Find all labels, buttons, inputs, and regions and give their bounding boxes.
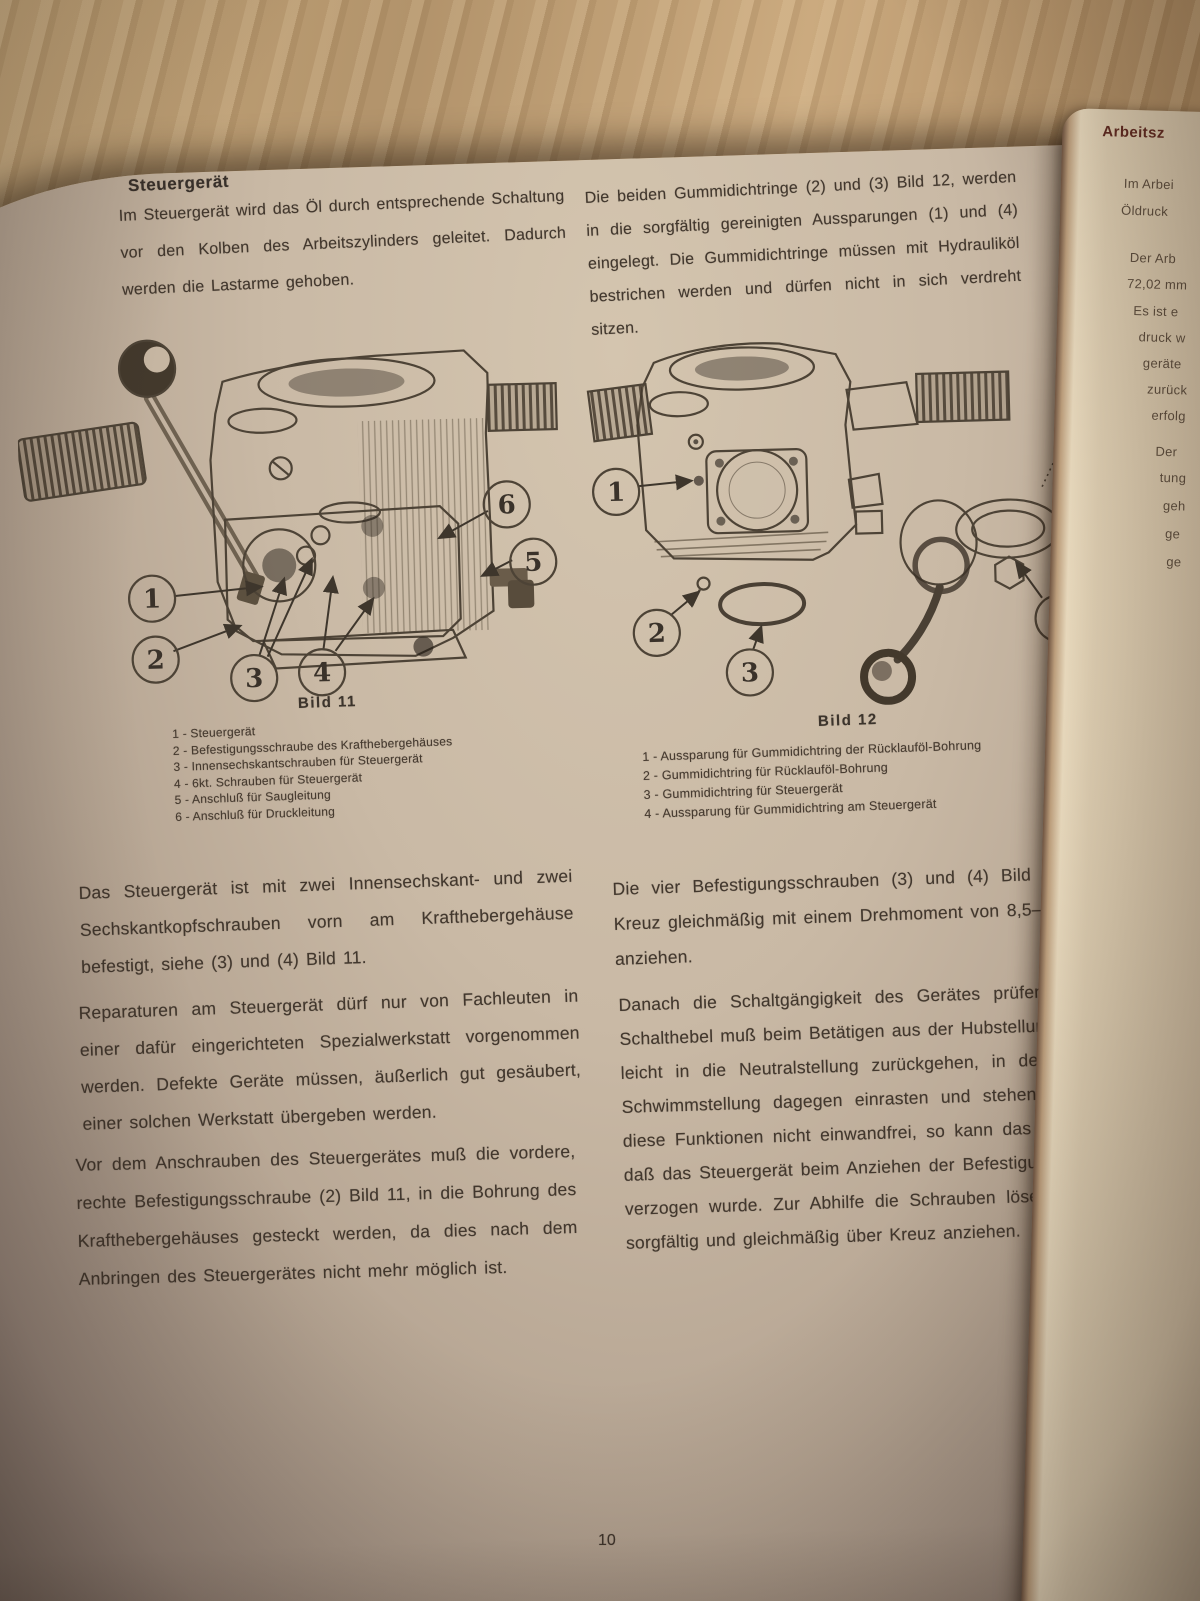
figure12-caption: Bild 12 <box>817 710 878 731</box>
figure11-legend: 1 - Steuergerät 2 - Befestigungsschraube… <box>172 716 455 825</box>
svg-text:6: 6 <box>497 490 516 520</box>
figure-bild-12-gehaeuse-drawing: 1 2 3 4 <box>586 342 1083 705</box>
svg-text:2: 2 <box>146 645 165 675</box>
next-page-text: druck w <box>1138 329 1186 346</box>
next-page-text: Öldruck <box>1120 202 1169 219</box>
svg-text:3: 3 <box>245 664 264 694</box>
lift-housing <box>636 342 884 561</box>
splined-shaft-left <box>16 421 147 502</box>
svg-text:1: 1 <box>607 478 626 508</box>
next-page-text: Der <box>1155 443 1178 460</box>
figure-bild-11-steuergeraet-drawing: 1 2 3 4 5 6 <box>16 339 558 703</box>
splined-shaft-left <box>586 382 654 443</box>
lever-ring-knob <box>860 648 917 705</box>
next-page-text: tung <box>1159 469 1187 486</box>
small-screw <box>691 576 711 607</box>
gummidichtring-o-ring <box>718 582 807 627</box>
next-page-text: Der Arb <box>1129 249 1177 267</box>
control-lever <box>117 339 265 605</box>
splined-shaft-right <box>845 370 1011 431</box>
paragraph: Im Steuergerät wird das Öl durch entspre… <box>118 187 567 299</box>
next-page-text: Es ist e <box>1133 303 1179 320</box>
svg-text:4: 4 <box>313 658 332 688</box>
paragraph: Vor dem Anschrauben des Steuergerätes mu… <box>75 1141 578 1289</box>
splined-shaft-right <box>486 381 558 432</box>
svg-text:1: 1 <box>143 584 162 614</box>
paragraph: Reparaturen am Steuergerät dürf nur von … <box>78 985 582 1134</box>
next-page-text: zurück <box>1146 381 1188 398</box>
page-number: 10 <box>598 1532 616 1549</box>
next-page-heading: Arbeitsz <box>1102 123 1165 142</box>
svg-text:5: 5 <box>524 547 543 577</box>
svg-text:2: 2 <box>647 619 666 649</box>
next-page-text: 72,02 mm <box>1126 275 1188 293</box>
next-page-text: erfolg <box>1151 407 1186 424</box>
next-page-text: ge <box>1166 554 1182 570</box>
next-page-text: ge <box>1164 526 1181 542</box>
svg-text:3: 3 <box>740 658 759 688</box>
figure12-legend: 1 - Aussparung für Gummidichtring der Rü… <box>642 736 984 824</box>
next-page-text: Im Arbei <box>1123 175 1175 193</box>
figure12-callouts: 1 2 3 4 <box>592 467 1083 697</box>
valve-housing <box>209 349 495 670</box>
figure11-caption: Bild 11 <box>297 692 358 713</box>
next-page-text: geh <box>1162 497 1186 514</box>
figure11-callouts: 1 2 3 4 5 6 <box>127 480 558 703</box>
leader-lines <box>173 510 513 658</box>
paragraph: Das Steuergerät ist mit zwei Innensechsk… <box>78 865 574 977</box>
paragraph: Die beiden Gummidichtringe (2) und (3) B… <box>584 168 1022 339</box>
leader-lines <box>637 474 1043 650</box>
next-page-text: geräte <box>1142 355 1182 372</box>
